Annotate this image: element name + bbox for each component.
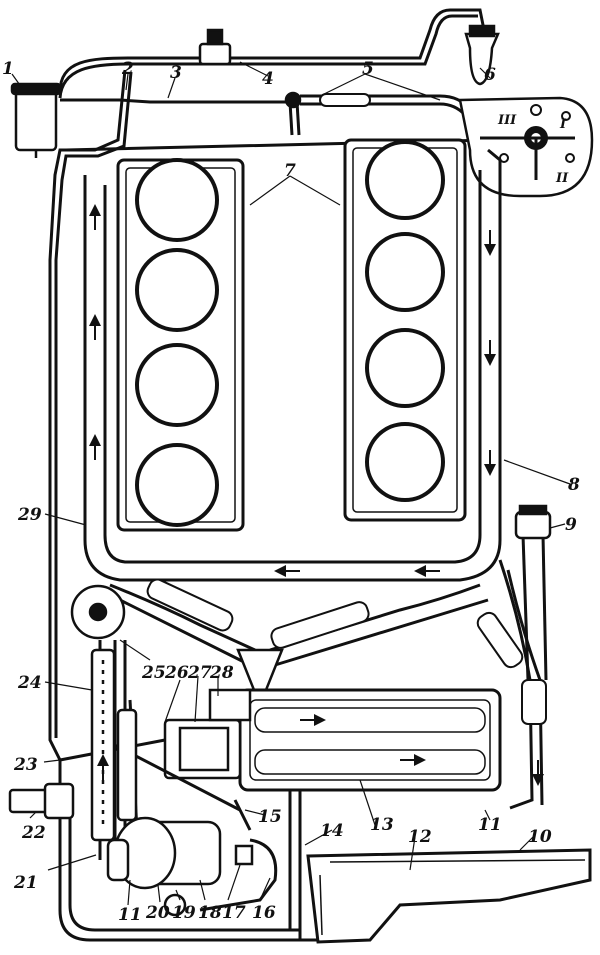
callout-15: 15 <box>258 807 282 827</box>
callout-29: 29 <box>17 505 42 525</box>
callout-25: 25 <box>141 663 166 683</box>
valve-22 <box>8 782 75 820</box>
thermostat-housing <box>70 584 126 640</box>
callout-27: 27 <box>187 663 212 683</box>
oil-pan-10 <box>306 848 592 944</box>
flow-arrows <box>89 204 544 786</box>
water-pump-inlet <box>236 648 284 692</box>
left-cylinder-bank <box>116 158 245 532</box>
vertical-filter-24 <box>90 648 116 842</box>
callout-2: 2 <box>121 59 134 79</box>
bulb-6 <box>464 24 500 86</box>
callout-23: 23 <box>13 755 38 775</box>
callout-9: 9 <box>565 515 577 535</box>
callout-7: 7 <box>284 161 296 181</box>
callout-3: 3 <box>170 63 182 83</box>
coolant-loop <box>83 148 548 810</box>
callout-17: 17 <box>222 903 246 923</box>
filter-canister-1 <box>10 82 62 158</box>
hoses <box>146 578 547 725</box>
vertical-tube-25 <box>116 708 138 822</box>
callout-21: 21 <box>13 873 38 893</box>
right-cylinder-bank <box>343 138 467 522</box>
callout-4: 4 <box>262 69 274 89</box>
callout-11-left: 11 <box>118 905 142 925</box>
roman-label-i: I <box>559 117 567 132</box>
pump-18 <box>106 816 222 917</box>
callout-6: 6 <box>484 65 496 85</box>
pump-assembly <box>163 688 252 780</box>
hose-5 <box>319 93 371 107</box>
callout-16: 16 <box>252 903 276 923</box>
callout-12: 12 <box>408 827 432 847</box>
callout-5: 5 <box>362 59 374 79</box>
callout-1: 1 <box>2 59 14 79</box>
callout-18: 18 <box>198 903 222 923</box>
callout-14: 14 <box>320 821 344 841</box>
roman-label-iii: III <box>497 113 517 128</box>
callout-24: 24 <box>17 673 42 693</box>
oil-cooler-13 <box>238 688 502 792</box>
callout-22: 22 <box>21 823 46 843</box>
callout-19: 19 <box>172 903 196 923</box>
leader-lines <box>11 61 571 906</box>
top-piping <box>48 8 497 761</box>
filler-cap-9 <box>514 504 552 540</box>
callout-28: 28 <box>209 663 234 683</box>
callout-26: 26 <box>164 663 189 683</box>
callout-10: 10 <box>528 827 552 847</box>
valve-4 <box>198 28 302 109</box>
callout-20: 20 <box>145 903 170 923</box>
fitting-17 <box>234 844 254 866</box>
roman-label-ii: II <box>555 171 569 186</box>
callout-labels: 1 2 3 4 5 6 7 8 9 10 11 12 13 14 15 16 1… <box>2 59 580 925</box>
callout-11-right: 11 <box>478 815 502 835</box>
callout-8: 8 <box>567 475 580 495</box>
callout-13: 13 <box>370 815 394 835</box>
